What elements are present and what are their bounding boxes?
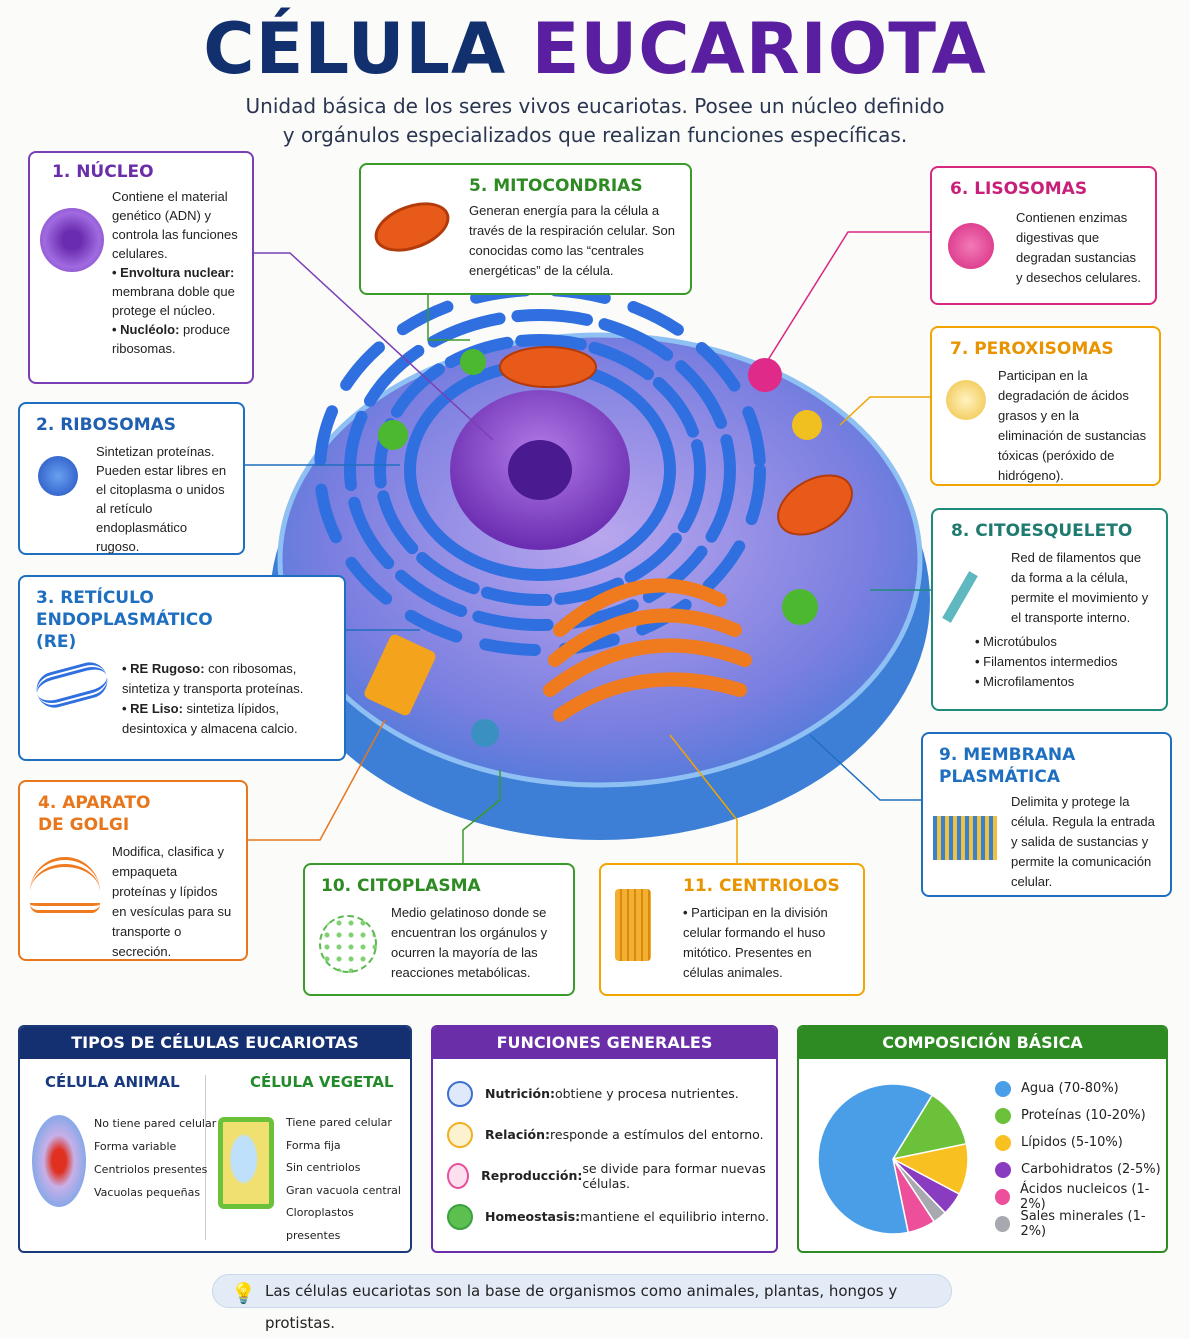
legend-label: Carbohidratos (2-5%) — [1021, 1162, 1161, 1177]
legend-item: Proteínas (10-20%) — [995, 1102, 1166, 1129]
footer-note: 💡 Las células eucariotas son la base de … — [212, 1274, 952, 1332]
lysosome — [748, 358, 782, 392]
legend-swatch — [995, 1080, 1011, 1097]
cell-illustration — [244, 231, 931, 863]
legend-label: Sales minerales (1-2%) — [1020, 1208, 1146, 1239]
legend-swatch — [995, 1107, 1011, 1124]
legend-item: Sales minerales (1-2%) — [995, 1208, 1166, 1239]
centrioles — [364, 634, 436, 716]
legend-swatch — [995, 1188, 1011, 1205]
cytoplasm-icon — [319, 915, 377, 973]
peroxisome-card: 7. PEROXISOMAS Participan en la degradac… — [930, 326, 1161, 486]
legend-swatch — [995, 1161, 1011, 1178]
connector-lines — [244, 231, 931, 863]
nucleus-card: 1. NÚCLEO Contiene el material genético … — [28, 151, 254, 384]
golgi-icon — [30, 857, 100, 913]
ribosome-icon — [38, 456, 78, 496]
chart-legend: Agua (70-80%) Proteínas (10-20%) Lípidos (… — [995, 1075, 1166, 1239]
composition-pie-chart — [817, 1083, 969, 1235]
mitochondria-icon — [367, 192, 457, 262]
lightbulb-icon: 💡 — [231, 1281, 256, 1305]
page-title: CÉLULA EUCARIOTA — [203, 8, 987, 90]
ribosome-card: 2. RIBOSOMAS Sintetizan proteínas. Puede… — [18, 402, 245, 555]
centrioles-card: 11. CENTRIOLOS Participan en la división… — [599, 863, 865, 996]
legend-item: Lípidos (5-10%) — [995, 1129, 1166, 1156]
cytoplasm-card: 10. CITOPLASMA Medio gelatinoso donde se… — [303, 863, 575, 996]
peroxisome-icon — [946, 380, 986, 420]
lysosome-icon — [948, 223, 994, 269]
centrioles-icon — [615, 889, 651, 961]
nucleus-icon — [40, 208, 104, 272]
legend-label: Lípidos (5-10%) — [1021, 1135, 1123, 1150]
pie-slice — [891, 1094, 968, 1161]
er-card: 3. RETÍCULO ENDOPLASMÁTICO (RE) RE Rugos… — [18, 575, 346, 761]
subtitle: Unidad básica de los seres vivos eucario… — [245, 94, 945, 147]
golgi-apparatus — [543, 578, 752, 722]
nutrition-icon — [447, 1080, 473, 1107]
lysosome-card: 6. LISOSOMAS Contienen enzimas digestiva… — [930, 166, 1157, 305]
pie-slice — [817, 1083, 934, 1235]
function-item: Homeostasis: mantiene el equilibrio inte… — [447, 1196, 776, 1237]
homeostasis-icon — [447, 1203, 473, 1230]
cytoskeleton-card: 8. CITOESQUELETO Red de filamentos que d… — [931, 508, 1168, 711]
mitochondria-card: 5. MITOCONDRIAS Generan energía para la … — [359, 163, 692, 295]
function-item: Relación: responde a estímulos del entor… — [447, 1114, 776, 1155]
plant-cell-icon — [218, 1117, 274, 1209]
legend-label: Proteínas (10-20%) — [1021, 1108, 1146, 1123]
legend-swatch — [995, 1215, 1011, 1232]
legend-swatch — [995, 1134, 1011, 1151]
function-item: Nutrición: obtiene y procesa nutrientes. — [447, 1073, 776, 1114]
function-item: Reproducción: se divide para formar nuev… — [447, 1155, 776, 1196]
membrane-icon — [933, 816, 997, 860]
functions-panel: FUNCIONES GENERALES Nutrición: obtiene y… — [431, 1025, 778, 1253]
composition-panel: COMPOSICIÓN BÁSICA Agua (70-80%)Proteína… — [797, 1025, 1168, 1253]
relation-icon — [447, 1121, 473, 1148]
legend-label: Ácidos nucleicos (1-2%) — [1020, 1181, 1150, 1212]
er-icon — [32, 658, 112, 712]
legend-item: Carbohidratos (2-5%) — [995, 1156, 1166, 1183]
legend-label: Agua (70-80%) — [1021, 1081, 1119, 1096]
golgi-card: 4. APARATO DE GOLGI Modifica, clasifica … — [18, 780, 248, 961]
peroxisome — [792, 410, 822, 440]
legend-item: Agua (70-80%) — [995, 1075, 1166, 1102]
animal-cell-icon — [32, 1115, 86, 1207]
reproduction-icon — [447, 1162, 470, 1189]
cell-types-panel: TIPOS DE CÉLULAS EUCARIOTAS CÉLULA ANIMA… — [18, 1025, 412, 1253]
membrane-card: 9. MEMBRANA PLASMÁTICA Delimita y proteg… — [921, 732, 1172, 897]
cytoskeleton-icon — [942, 571, 978, 623]
nucleolus — [508, 440, 572, 500]
legend-item: Ácidos nucleicos (1-2%) — [995, 1181, 1166, 1212]
mitochondria — [499, 346, 853, 536]
